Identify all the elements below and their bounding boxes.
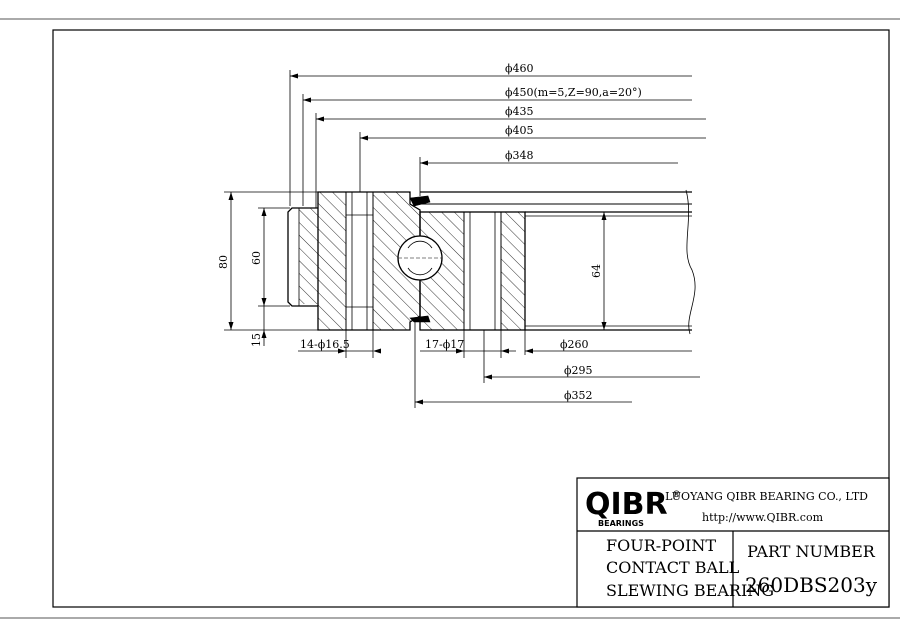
dim-d295: ϕ295 bbox=[564, 364, 593, 377]
bearing-section bbox=[287, 189, 696, 335]
dim-height-15: 15 bbox=[250, 333, 263, 347]
top-arrowheads bbox=[290, 73, 428, 166]
part-number-label: PART NUMBER bbox=[747, 542, 876, 561]
dim-d450: ϕ450(m=5,Z=90,a=20°) bbox=[505, 86, 642, 99]
dim-outer-holes: 14-ϕ16.5 bbox=[300, 338, 350, 351]
company-logo: QIBR bbox=[585, 487, 668, 522]
description-line-1: FOUR-POINT bbox=[606, 536, 716, 555]
dim-inner-holes: 17-ϕ17 bbox=[425, 338, 464, 351]
company-name: LUOYANG QIBR BEARING CO., LTD bbox=[665, 490, 868, 503]
dim-d435: ϕ435 bbox=[505, 105, 534, 118]
bottom-dimension-lines bbox=[298, 322, 700, 408]
part-number: 260DBS203y bbox=[745, 573, 878, 597]
height-arrowheads bbox=[228, 192, 607, 338]
registered-mark: ® bbox=[672, 490, 681, 500]
bottom-arrowheads bbox=[338, 348, 533, 405]
drawing-border bbox=[52, 29, 890, 608]
dim-height-64: 64 bbox=[590, 264, 603, 278]
company-website: http://www.QIBR.com bbox=[702, 511, 824, 524]
dim-d352: ϕ352 bbox=[564, 389, 593, 402]
break-line bbox=[685, 189, 696, 335]
dim-d260: ϕ260 bbox=[560, 338, 589, 351]
height-dimension-lines bbox=[224, 191, 605, 346]
dim-d348: ϕ348 bbox=[505, 149, 534, 162]
dim-height-80: 80 bbox=[217, 255, 230, 269]
description-line-3: SLEWING BEARING bbox=[606, 581, 774, 600]
dim-height-60: 60 bbox=[250, 251, 263, 265]
description-line-2: CONTACT BALL bbox=[606, 558, 740, 577]
title-block: QIBR ® BEARINGS LUOYANG QIBR BEARING CO.… bbox=[576, 477, 890, 608]
logo-subtitle: BEARINGS bbox=[598, 519, 644, 528]
top-dimension-lines bbox=[289, 70, 706, 208]
dim-d405: ϕ405 bbox=[505, 124, 534, 137]
dim-d460: ϕ460 bbox=[505, 62, 534, 75]
